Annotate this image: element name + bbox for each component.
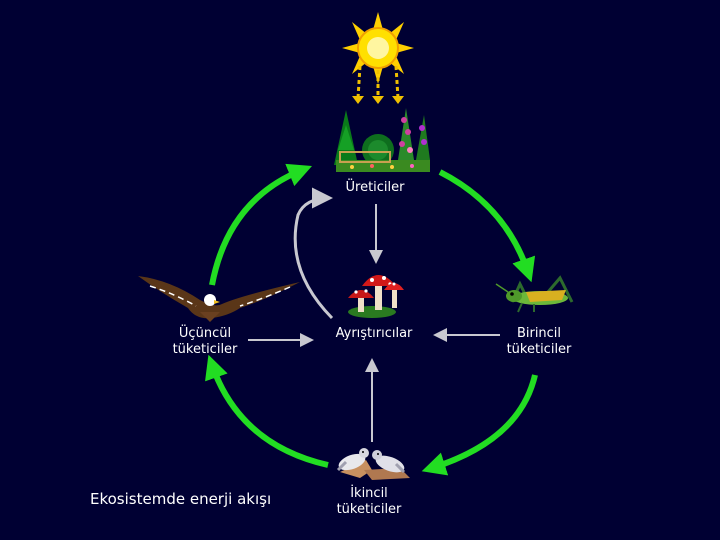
- label-tertiary-line2: tüketiciler: [172, 342, 238, 357]
- arrow-decomposers-to-producers: [293, 187, 334, 320]
- label-decomposers: Ayrıştırıcılar: [335, 326, 413, 341]
- eagle-icon: [138, 276, 300, 322]
- label-primary-line2: tüketiciler: [506, 342, 572, 357]
- label-primary-line1: Birincil: [516, 326, 562, 341]
- label-primary-consumers: Birincil tüketiciler: [494, 326, 584, 358]
- label-producers: Üreticiler: [345, 180, 405, 195]
- arrow-producers-to-primary: [438, 169, 536, 283]
- label-secondary-consumers: İkincil tüketiciler: [324, 486, 414, 518]
- arrow-tertiary-to-producers: [209, 163, 313, 286]
- mushrooms-icon: [348, 275, 404, 318]
- plants-icon: [334, 108, 430, 172]
- diagram-title: Ekosistemde enerji akışı: [90, 490, 272, 508]
- sun-icon: [342, 12, 414, 104]
- label-secondary-line1: İkincil: [350, 486, 388, 501]
- doves-icon: [336, 448, 410, 480]
- label-tertiary-consumers: Üçüncül tüketiciler: [160, 326, 250, 358]
- grasshopper-icon: [495, 275, 574, 313]
- label-secondary-line2: tüketiciler: [336, 502, 402, 517]
- arrow-secondary-to-tertiary: [205, 354, 329, 468]
- arrow-primary-to-secondary: [421, 374, 538, 476]
- label-tertiary-line1: Üçüncül: [178, 326, 232, 341]
